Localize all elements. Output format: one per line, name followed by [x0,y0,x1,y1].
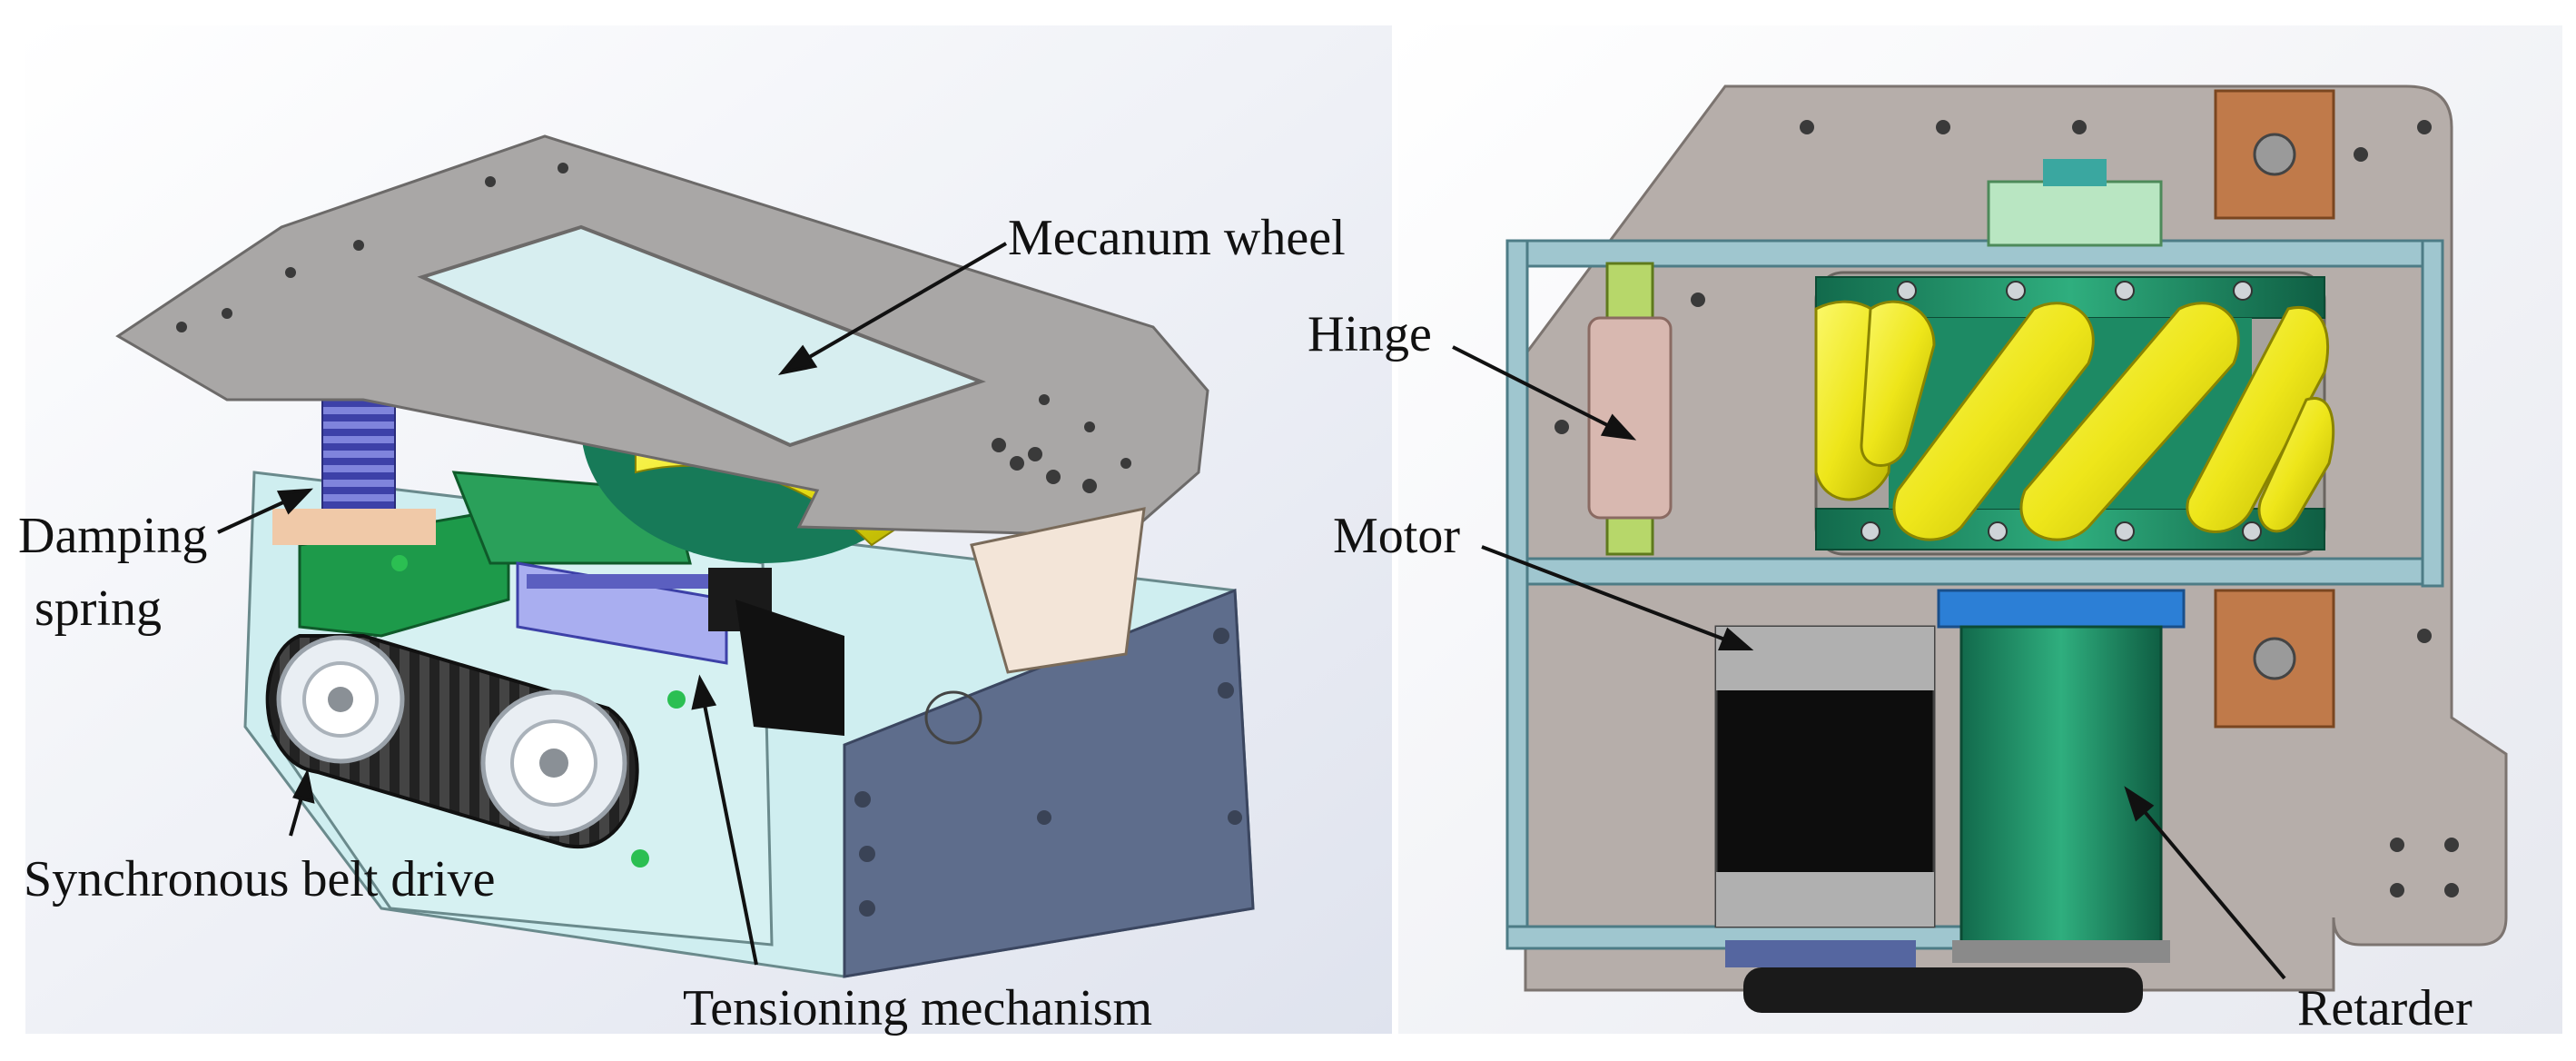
label-tensioning-mechanism: Tensioning mechanism [683,980,1153,1036]
label-mecanum-wheel: Mecanum wheel [1008,210,1346,266]
label-hinge: Hinge [1308,306,1432,362]
label-retarder: Retarder [2297,980,2472,1036]
left-panel-isometric-view [25,25,1392,1034]
label-damping-spring-line1: Damping [18,508,208,564]
label-synchronous-belt-drive: Synchronous belt drive [24,851,496,907]
label-damping-spring-line2: spring [35,580,162,637]
leader-lines [217,242,2286,980]
label-motor: Motor [1333,508,1460,564]
right-panel-top-view [1398,25,2562,1034]
